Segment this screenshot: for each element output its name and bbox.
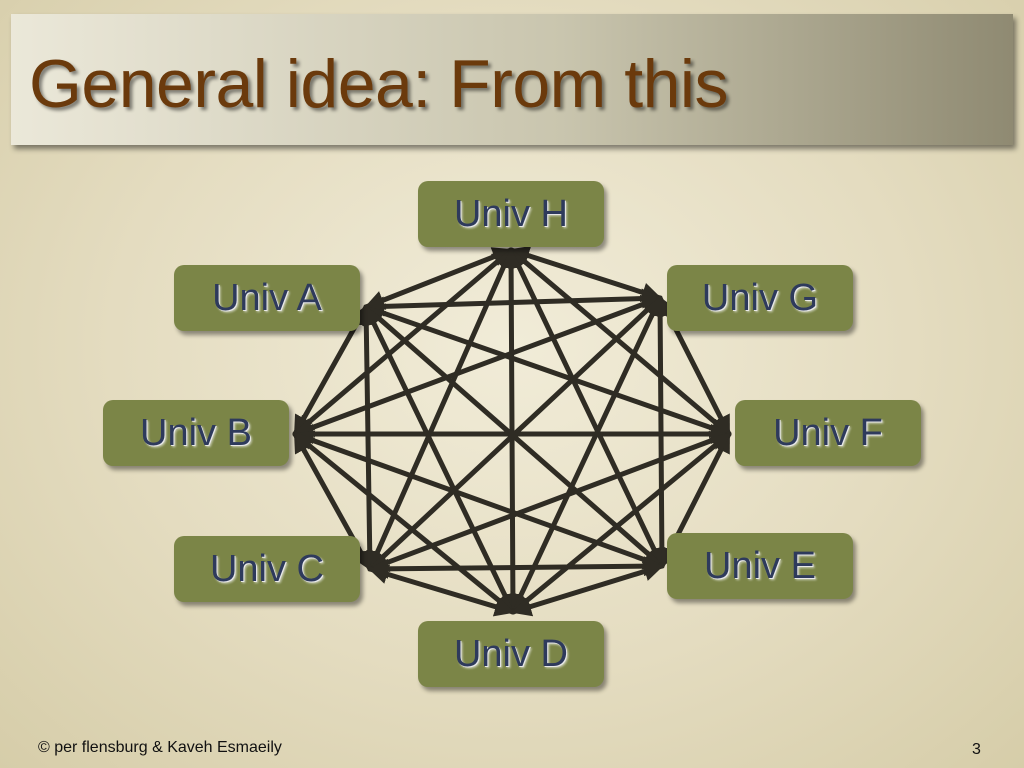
node-label: Univ D (453, 632, 569, 675)
node-univ-a: Univ A (174, 265, 360, 331)
node-label: Univ E (704, 544, 816, 587)
edge-c-e (367, 556, 665, 579)
node-label: Univ H (453, 192, 569, 235)
node-label: Univ B (140, 411, 252, 454)
node-univ-f: Univ F (735, 400, 921, 466)
node-label: Univ G (701, 276, 819, 319)
footer-copyright: © per flensburg & Kaveh Esmaeily (38, 739, 282, 756)
title-bar: General idea: From this (11, 14, 1013, 145)
edge-group (292, 246, 732, 617)
node-univ-c: Univ C (174, 536, 360, 602)
node-label: Univ C (209, 547, 325, 590)
page-number: 3 (972, 741, 981, 758)
node-univ-g: Univ G (667, 265, 853, 331)
edge-a-c (356, 304, 380, 572)
node-label: Univ F (773, 411, 883, 454)
slide-title: General idea: From this (29, 46, 729, 122)
edge-e-d (510, 561, 665, 617)
node-univ-d: Univ D (418, 621, 604, 687)
node-univ-e: Univ E (667, 533, 853, 599)
edge-h-g (508, 246, 663, 302)
node-univ-h: Univ H (418, 181, 604, 247)
node-label: Univ A (212, 276, 322, 319)
edge-c-d (367, 564, 516, 617)
node-univ-b: Univ B (103, 400, 289, 466)
